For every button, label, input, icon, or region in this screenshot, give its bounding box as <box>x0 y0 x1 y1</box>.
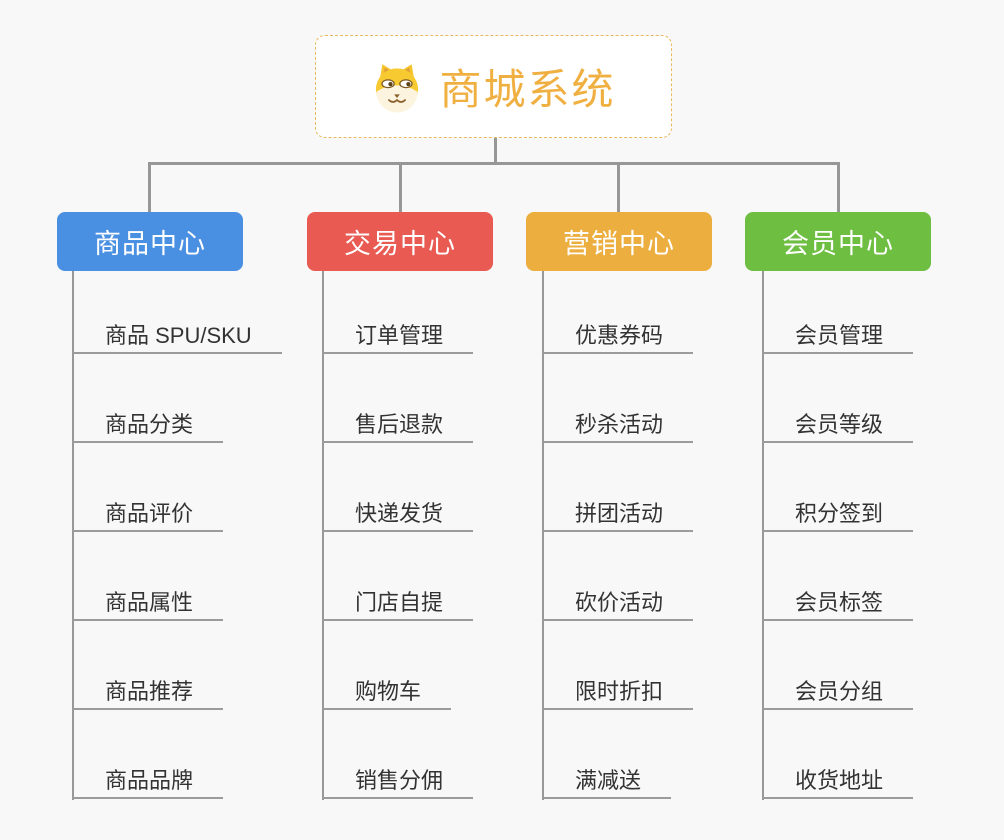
connector-drop-member <box>837 162 840 213</box>
leaf-node[interactable]: 商品属性 <box>72 590 224 621</box>
branch-node-trade-center[interactable]: 交易中心 <box>307 212 493 271</box>
leaf-node[interactable]: 砍价活动 <box>542 590 694 621</box>
leaf-node[interactable]: 商品 SPU/SKU <box>72 323 282 354</box>
leaf-node[interactable]: 商品品牌 <box>72 768 224 799</box>
leaf-node[interactable]: 拼团活动 <box>542 501 694 532</box>
connector-drop-product <box>148 162 151 213</box>
leaf-node[interactable]: 会员管理 <box>762 323 914 354</box>
branch-node-product-center[interactable]: 商品中心 <box>57 212 243 271</box>
spine-member-center <box>762 271 764 800</box>
leaf-node[interactable]: 售后退款 <box>322 412 474 443</box>
leaf-node[interactable]: 快递发货 <box>322 501 474 532</box>
leaf-node[interactable]: 满减送 <box>542 768 672 799</box>
leaf-node[interactable]: 购物车 <box>322 679 452 710</box>
doge-icon <box>376 63 419 113</box>
spine-marketing-center <box>542 271 544 800</box>
leaf-node[interactable]: 会员等级 <box>762 412 914 443</box>
leaf-node[interactable]: 门店自提 <box>322 590 474 621</box>
branch-node-marketing-center[interactable]: 营销中心 <box>526 212 712 271</box>
leaf-node[interactable]: 订单管理 <box>322 323 474 354</box>
root-title: 商城系统 <box>439 66 616 113</box>
spine-trade-center <box>322 271 324 800</box>
leaf-node[interactable]: 限时折扣 <box>542 679 694 710</box>
branch-node-member-center[interactable]: 会员中心 <box>745 212 931 271</box>
connector-drop-trade <box>399 162 402 213</box>
connector-bus <box>148 162 840 165</box>
spine-product-center <box>72 271 74 800</box>
leaf-node[interactable]: 商品评价 <box>72 501 224 532</box>
leaf-node[interactable]: 会员标签 <box>762 590 914 621</box>
leaf-node[interactable]: 积分签到 <box>762 501 914 532</box>
connector-root-stem <box>494 138 497 165</box>
leaf-node[interactable]: 商品分类 <box>72 412 224 443</box>
leaf-node[interactable]: 商品推荐 <box>72 679 224 710</box>
leaf-node[interactable]: 会员分组 <box>762 679 914 710</box>
leaf-node[interactable]: 优惠券码 <box>542 323 694 354</box>
root-node[interactable]: 商城系统 <box>315 35 672 138</box>
leaf-node[interactable]: 秒杀活动 <box>542 412 694 443</box>
leaf-node[interactable]: 销售分佣 <box>322 768 474 799</box>
connector-drop-marketing <box>617 162 620 213</box>
leaf-node[interactable]: 收货地址 <box>762 768 914 799</box>
